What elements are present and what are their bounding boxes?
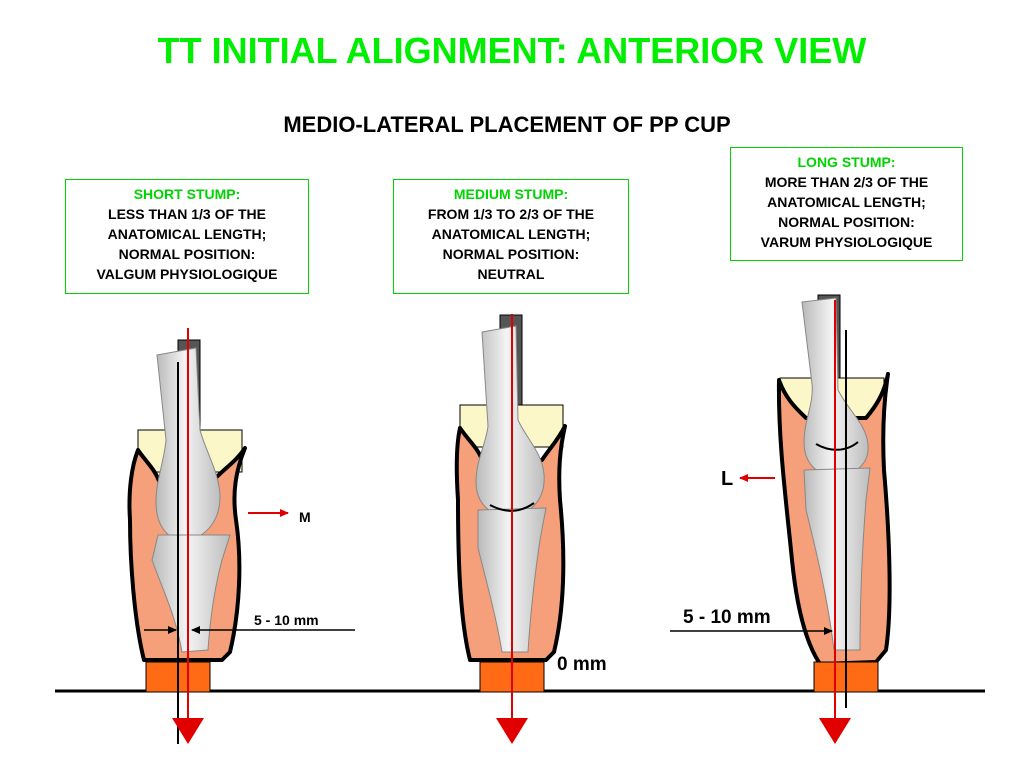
long-stump-line-1: MORE THAN 2/3 OF THE <box>764 174 929 190</box>
short-offset-label: 5 - 10 mm <box>254 612 319 628</box>
short-stump-diagram <box>127 328 355 744</box>
short-stump-line-4: VALGUM PHYSIOLOGIQUE <box>96 266 278 282</box>
short-plumb-arrow <box>172 718 204 744</box>
long-plumb-arrow <box>819 718 851 744</box>
page-title: TT INITIAL ALIGNMENT: ANTERIOR VIEW <box>157 30 867 71</box>
long-joint-line <box>815 441 859 451</box>
long-stump-line-4: VARUM PHYSIOLOGIQUE <box>760 234 933 250</box>
medium-offset-label: 0 mm <box>557 654 607 675</box>
medium-stump-line-2: ANATOMICAL LENGTH; <box>431 226 591 242</box>
lateral-direction-label: L <box>721 468 734 490</box>
short-stump-heading: SHORT STUMP: <box>133 186 241 202</box>
long-stump-diagram <box>670 294 892 744</box>
long-stump-line-3: NORMAL POSITION: <box>778 214 915 230</box>
short-tibia <box>151 534 231 653</box>
medium-stump-line-1: FROM 1/3 TO 2/3 OF THE <box>427 206 595 222</box>
long-offset-label: 5 - 10 mm <box>683 607 771 628</box>
short-stump-box: SHORT STUMP: LESS THAN 1/3 OF THE ANATOM… <box>65 179 309 294</box>
medial-direction-label: M <box>299 509 311 525</box>
medium-stump-line-3: NORMAL POSITION: <box>442 246 580 262</box>
medium-stump-diagram <box>454 314 567 744</box>
short-stump-line-3: NORMAL POSITION: <box>118 246 256 262</box>
long-stump-line-2: ANATOMICAL LENGTH; <box>767 194 926 210</box>
long-tibia <box>803 467 871 651</box>
short-stump-line-1: LESS THAN 1/3 OF THE <box>108 206 266 222</box>
long-stump-heading: LONG STUMP: <box>797 154 896 170</box>
medium-stump-box: MEDIUM STUMP: FROM 1/3 TO 2/3 OF THE ANA… <box>393 179 629 294</box>
medium-plumb-arrow <box>496 718 528 744</box>
long-stump-box: LONG STUMP: MORE THAN 2/3 OF THE ANATOMI… <box>730 147 963 261</box>
short-stump-line-2: ANATOMICAL LENGTH; <box>107 226 267 242</box>
medium-stump-heading: MEDIUM STUMP: <box>453 186 569 202</box>
medium-stump-line-4: NEUTRAL <box>477 266 545 282</box>
page-subtitle: MEDIO-LATERAL PLACEMENT OF PP CUP <box>283 112 731 137</box>
